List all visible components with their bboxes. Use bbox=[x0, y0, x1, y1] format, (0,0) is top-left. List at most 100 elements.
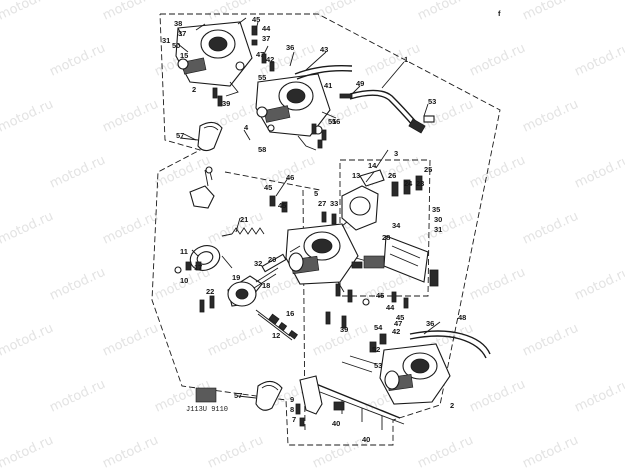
watermark-text: motod.ru bbox=[152, 153, 212, 192]
vacuum-piston-assembly bbox=[227, 253, 287, 307]
callout-label: 39 bbox=[340, 325, 348, 334]
callout-label: 43 bbox=[320, 45, 328, 54]
watermark-text: motod.ru bbox=[415, 0, 475, 24]
callout-label: 37 bbox=[178, 29, 186, 38]
watermark-text: motod.ru bbox=[0, 153, 3, 192]
callout-label: 45 bbox=[264, 183, 272, 192]
callout-label: 38 bbox=[174, 19, 182, 28]
watermark-text: motod.ru bbox=[100, 433, 160, 468]
jet-needle-set bbox=[255, 309, 298, 341]
watermark-text: motod.ru bbox=[47, 153, 107, 192]
watermark-text: motod.ru bbox=[467, 153, 527, 192]
watermark-text: motod.ru bbox=[47, 377, 107, 416]
throttle-spring bbox=[221, 227, 265, 237]
callout-label: 26 bbox=[388, 171, 396, 180]
callout-label: 37 bbox=[262, 34, 270, 43]
watermark-text: motod.ru bbox=[467, 377, 527, 416]
intake-joint-bottom bbox=[237, 380, 283, 411]
callout-label: 47 bbox=[394, 319, 402, 328]
callout-label: 39 bbox=[222, 99, 230, 108]
watermark-text: motod.ru bbox=[0, 41, 3, 80]
callout-label: 36 bbox=[286, 43, 294, 52]
watermark-text: motod.ru bbox=[520, 209, 580, 248]
callout-label: 22 bbox=[206, 287, 214, 296]
callout-label: 33 bbox=[330, 199, 338, 208]
throttle-cable-bracket bbox=[295, 375, 323, 427]
callout-label: 7 bbox=[292, 415, 296, 424]
callout-label: 2 bbox=[450, 401, 454, 410]
callout-label: 52 bbox=[372, 345, 380, 354]
callout-label: 3 bbox=[394, 149, 398, 158]
watermark-text: motod.ru bbox=[100, 97, 160, 136]
watermark-text: motod.ru bbox=[572, 41, 625, 80]
callout-label: 42 bbox=[266, 55, 274, 64]
watermark-text: motod.ru bbox=[205, 321, 265, 360]
figure-code-label: J113U 9110 bbox=[186, 406, 228, 414]
callout-labels: 38 37 31 50 15 55 45 44 37 47 42 36 43 1… bbox=[162, 15, 466, 444]
watermark-text: motod.ru bbox=[467, 265, 527, 304]
callout-label: 27 bbox=[318, 199, 326, 208]
linkage-rod bbox=[315, 383, 405, 430]
callout-label: 53 bbox=[428, 97, 436, 106]
callout-label: 5 bbox=[314, 189, 318, 198]
callout-label: 28 bbox=[382, 233, 390, 242]
intake-joint-top bbox=[179, 121, 223, 152]
throttle-bracket-left bbox=[189, 166, 215, 209]
carburetor-bottom bbox=[341, 333, 451, 405]
callout-label: 40 bbox=[332, 419, 340, 428]
callout-label: 40 bbox=[362, 435, 370, 444]
callout-label: 47 bbox=[256, 50, 264, 59]
figure-label-plate bbox=[195, 387, 217, 403]
watermark-text: motod.ru bbox=[572, 377, 625, 416]
callout-label: 10 bbox=[180, 276, 188, 285]
watermark-text: motod.ru bbox=[362, 41, 422, 80]
callout-label: 44 bbox=[262, 24, 271, 33]
callout-label: 57 bbox=[176, 131, 184, 140]
fasteners-middle bbox=[269, 195, 409, 329]
watermark-text: motod.ru bbox=[520, 321, 580, 360]
callout-label: 1 bbox=[404, 55, 408, 64]
callout-label: 21 bbox=[240, 215, 248, 224]
fasteners-top bbox=[212, 25, 353, 149]
callout-label: 35 bbox=[432, 205, 440, 214]
callout-label: 4 bbox=[244, 123, 249, 132]
callout-label: 41 bbox=[324, 81, 332, 90]
callout-label: 32 bbox=[254, 259, 262, 268]
watermark-text: motod.ru bbox=[0, 377, 3, 416]
callout-label: 55 bbox=[258, 73, 266, 82]
leader-lines bbox=[177, 21, 441, 335]
watermark-text: motod.ru bbox=[0, 321, 56, 360]
callout-label: 13 bbox=[352, 171, 360, 180]
watermark-text: motod.ru bbox=[0, 433, 56, 468]
callout-label: 58 bbox=[258, 145, 266, 154]
watermark-text: motod.ru bbox=[100, 209, 160, 248]
callout-label: 44 bbox=[386, 303, 395, 312]
watermark-text: motod.ru bbox=[100, 321, 160, 360]
watermark-text: motod.ru bbox=[520, 0, 580, 24]
callout-label: 56 bbox=[332, 117, 340, 126]
watermark-text: motod.ru bbox=[415, 433, 475, 468]
callout-label: 20 bbox=[268, 255, 276, 264]
callout-label: 53 bbox=[374, 361, 382, 370]
callout-label: 15 bbox=[180, 51, 188, 60]
callout-label: 30 bbox=[434, 215, 442, 224]
callout-label: 54 bbox=[374, 323, 383, 332]
callout-label: 25 bbox=[424, 165, 432, 174]
callout-label: 51 bbox=[328, 117, 336, 126]
callout-label: 17 bbox=[194, 263, 202, 272]
callout-label: 31 bbox=[434, 225, 442, 234]
callout-label: 49 bbox=[356, 79, 364, 88]
corner-mark: f bbox=[498, 9, 501, 18]
callout-label: 2 bbox=[192, 85, 196, 94]
callout-label: 19 bbox=[232, 273, 240, 282]
callout-label: 45 bbox=[376, 291, 384, 300]
watermark-text: motod.ru bbox=[0, 209, 56, 248]
callout-label: 34 bbox=[392, 221, 401, 230]
watermark-text: motod.ru bbox=[205, 433, 265, 468]
callout-label: 8 bbox=[290, 405, 294, 414]
callout-label: 45 bbox=[252, 15, 260, 24]
callout-label: 36 bbox=[426, 319, 434, 328]
air-screw-parts bbox=[174, 245, 221, 313]
